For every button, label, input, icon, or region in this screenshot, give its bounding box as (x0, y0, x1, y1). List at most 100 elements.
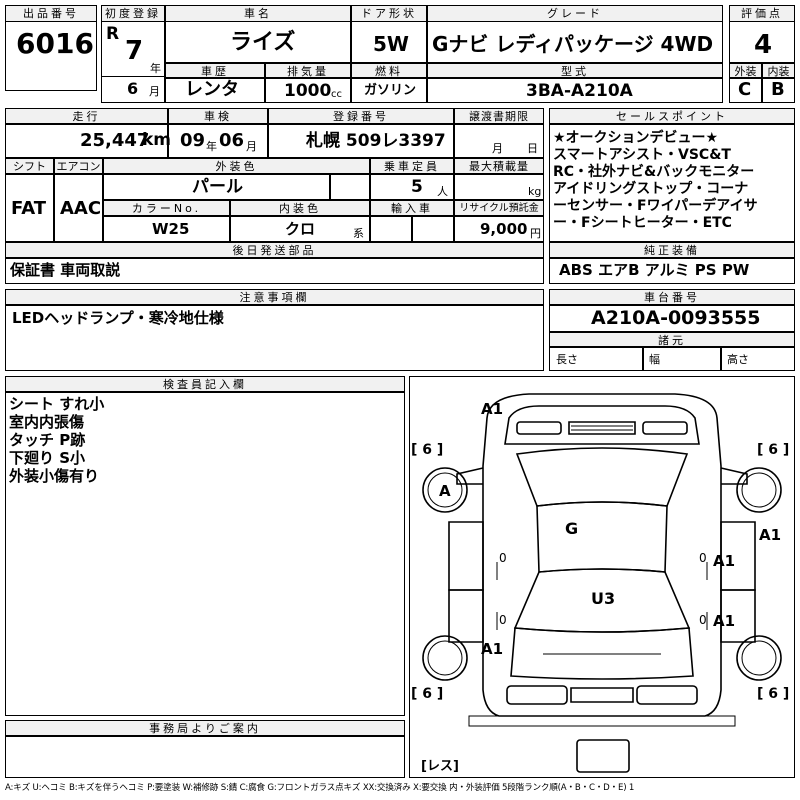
chassis-number: A210A-0093555 (591, 307, 761, 329)
capacity-cell (370, 174, 454, 200)
inspector-label: 検査員記入欄 (5, 376, 405, 392)
history-label: 車歴 (165, 63, 265, 78)
later-parts-cell (5, 258, 544, 284)
score: 4 (754, 30, 773, 60)
label-a1-top: A1 (481, 400, 503, 418)
dims-height-cell (721, 347, 795, 371)
dims-length: 長さ (556, 353, 578, 366)
recycle-label: リサイクル預託金 (454, 200, 544, 216)
shift-cell (5, 174, 54, 242)
inspector-note: 外装小傷有り (9, 467, 100, 485)
damage-diagram: A1 G U3 A A1 A1 A1 A1 [ 6 ] [ 6 ] [ 6 ] … (411, 393, 789, 774)
caution: LEDヘッドランプ・寒冷地仕様 (12, 309, 224, 327)
load-label: 最大積載量 (454, 158, 544, 174)
equipment: ABS エアB アルミ PS PW (559, 261, 750, 279)
transfer-cell (454, 124, 544, 158)
capacity-label: 乗車定員 (370, 158, 454, 174)
label-spare: [レス] (421, 759, 459, 774)
exterior-label: 外装 (729, 63, 762, 78)
transfer-day-unit: 日 (527, 142, 538, 155)
dims-height: 高さ (727, 353, 749, 366)
color-no-label: カラーNo. (103, 200, 230, 216)
interior-label: 内装 (762, 63, 795, 78)
interior-grade: B (771, 79, 785, 100)
label-zero-l2: 0 (499, 613, 507, 627)
equipment-label: 純正装備 (549, 242, 795, 258)
ac-cell (54, 174, 103, 242)
label-a1-right-low: A1 (713, 612, 735, 630)
car-name-label: 車名 (165, 5, 351, 22)
import-cell-2 (412, 216, 454, 242)
mileage-unit: km (142, 130, 172, 150)
door-label: ドア形状 (351, 5, 427, 22)
legend: A:キズ U:ヘコミ B:キズを伴うヘコミ P:要塗装 W:補修跡 S:錆 C:… (5, 783, 635, 793)
transfer-label: 譲渡書期限 (454, 108, 544, 124)
sales-line: スマートアシスト・VSC&T (553, 147, 731, 163)
label-a1-left-low: A1 (481, 640, 503, 658)
month-number: 6 (127, 79, 139, 98)
label-g: G (565, 519, 578, 538)
inspection-month: 06 (219, 130, 245, 151)
car-name: ライズ (230, 30, 296, 55)
inspector-note: 下廻り S小 (9, 449, 86, 467)
sales-points: ★オークションデビュー★ スマートアシスト・VSC&T RC・社外ナビ&バックモ… (553, 130, 758, 232)
label-tire-br: [ 6 ] (757, 686, 789, 702)
int-color: クロ (285, 220, 316, 238)
reg-label: 登録番号 (268, 108, 454, 124)
inspector-note: シート すれ小 (9, 395, 105, 413)
label-zero-r2: 0 (699, 613, 707, 627)
reg-number: 札幌 509レ3397 (306, 131, 446, 151)
displacement-unit: cc (331, 89, 342, 100)
displacement: 1000 (284, 81, 332, 101)
label-tire-tl: [ 6 ] (411, 442, 443, 458)
inspection-year: 09 (180, 130, 206, 151)
month-unit: 月 (149, 85, 160, 98)
office-label: 事務局よりご案内 (5, 720, 405, 736)
fuel-cell (351, 78, 427, 103)
dims-length-cell (549, 347, 643, 371)
displacement-label: 排気量 (265, 63, 351, 78)
exterior-grade-cell (729, 78, 762, 103)
sales-line: アイドリングストップ・コーナ (553, 181, 749, 197)
inspection-label: 車検 (168, 108, 268, 124)
sales-line: RC・社外ナビ&バックモニター (553, 164, 755, 180)
color: パール (192, 177, 243, 197)
load-unit: kg (528, 185, 542, 198)
ac-label: エアコン (54, 158, 103, 174)
label-u3: U3 (591, 589, 615, 608)
int-color-cell (230, 216, 370, 242)
color-cell (103, 174, 330, 200)
caution-cell (5, 305, 544, 371)
mileage: 25,447 (80, 130, 150, 151)
sales-line: ーセンサー・Fワイパーデアイサ (553, 198, 758, 214)
chassis-label: 車台番号 (549, 289, 795, 305)
inspection-cell (168, 124, 268, 158)
damage-diagram-frame (409, 376, 795, 778)
label-zero-l1: 0 (499, 551, 507, 565)
recycle-cell (454, 216, 544, 242)
label-a1-right-top: A1 (759, 526, 781, 544)
model-cell (427, 78, 723, 103)
door-type: 5W (373, 32, 409, 56)
label-zero-r1: 0 (699, 551, 707, 565)
fuel: ガソリン (364, 83, 417, 98)
sales-line: ー・Fシートヒーター・ETC (553, 215, 732, 231)
history: レンタ (185, 79, 239, 100)
year-number: 7 (125, 36, 144, 66)
grade-label: グレード (427, 5, 723, 22)
label-tire-bl: [ 6 ] (411, 686, 443, 702)
inspector-notes: シート すれ小 室内内張傷 タッチ P跡 下廻り S小 外装小傷有り (9, 395, 104, 485)
reg-cell (268, 124, 454, 158)
fuel-label: 燃料 (351, 63, 427, 78)
int-color-suffix: 系 (353, 227, 364, 240)
displacement-cell (265, 78, 351, 103)
color-extra-cell (330, 174, 370, 200)
history-cell (165, 78, 265, 103)
label-a-wheel: A (439, 482, 451, 500)
first-reg-label: 初度登録 (101, 5, 165, 22)
color-label: 外装色 (103, 158, 370, 174)
lot-number: 6016 (16, 27, 94, 60)
ac: AAC (60, 198, 102, 219)
sales-cell (549, 124, 795, 242)
grade: Gナビ レディパッケージ 4WD (432, 32, 714, 56)
